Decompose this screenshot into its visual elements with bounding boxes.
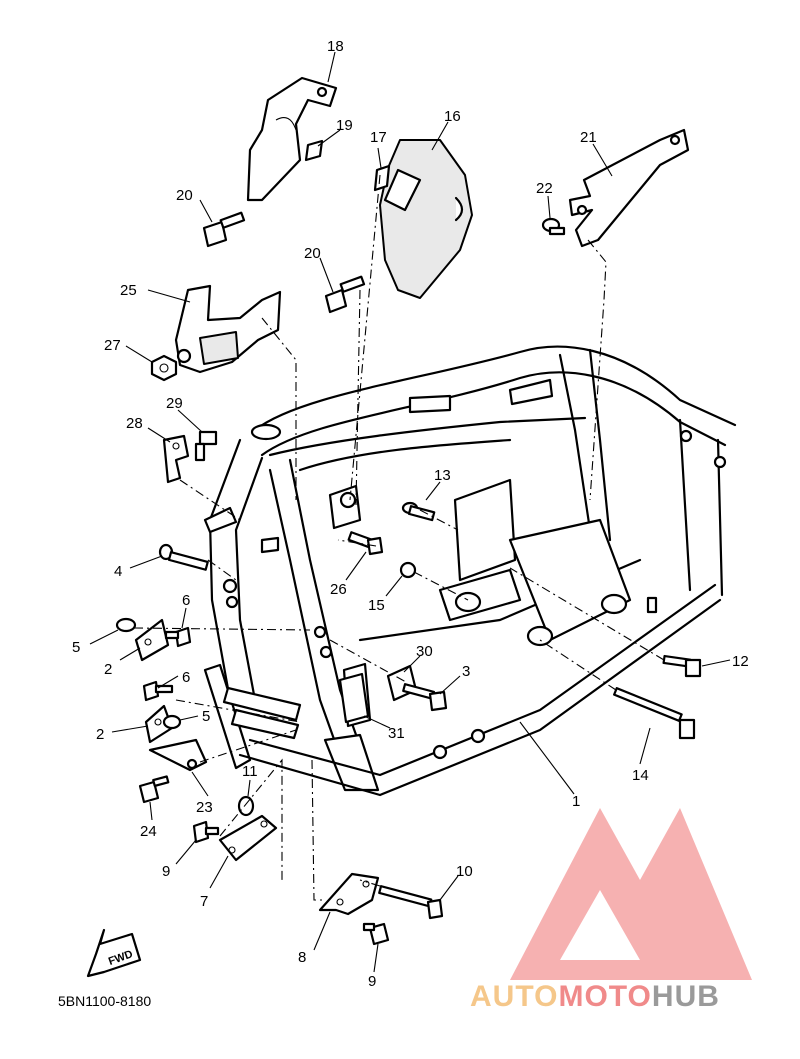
callout-17: 17 [370,129,387,146]
part-12-bolt [662,654,702,678]
part-30-bracket [386,664,418,702]
callout-21: 21 [580,129,597,146]
callout-5-upper: 5 [72,639,80,656]
callout-numbers: 18 19 17 16 21 22 20 20 25 27 29 28 13 2… [72,38,749,990]
callout-18: 18 [327,38,344,55]
callout-14: 14 [632,767,649,784]
part-22-bolt [541,217,566,236]
callout-29: 29 [166,395,183,412]
part-26-bolt [347,531,384,556]
main-frame [203,345,737,797]
watermark-text-hub: HUB [652,980,720,1013]
part-27-nut [150,354,178,382]
callout-12: 12 [732,653,749,670]
fwd-arrow: FWD [86,928,142,978]
callout-16: 16 [444,108,461,125]
part-10-bolt [378,885,444,920]
callout-9-upper: 9 [162,863,170,880]
part-code: 5BN1100-8180 [58,993,151,1009]
part-2-plate-upper [134,618,170,662]
part-31-plate [338,672,370,724]
part-7-plate [218,814,278,862]
part-23-bracket [148,738,208,772]
part-13-bolt [401,501,436,522]
callout-5-lower: 5 [202,708,210,725]
callout-9-lower: 9 [368,973,376,990]
part-4-bolt [158,543,209,571]
callout-27: 27 [104,337,121,354]
callout-1: 1 [572,793,580,810]
part-20-bolt-lower [324,275,366,314]
callout-20-lower: 20 [304,245,321,262]
callout-6-upper: 6 [182,592,190,609]
part-9-bolt-upper [192,820,220,844]
part-17-clip [373,164,391,192]
part-19-clip [304,139,324,162]
callout-3: 3 [462,663,470,680]
callout-24: 24 [140,823,157,840]
svg-text:AUTOMOTOHUB: AUTOMOTOHUB [470,980,720,1013]
callout-2-upper: 2 [104,661,112,678]
callout-8: 8 [298,949,306,966]
part-8-bracket [318,872,380,916]
callout-31: 31 [388,725,405,742]
watermark-triangle-icon [510,808,752,980]
callout-28: 28 [126,415,143,432]
callout-30: 30 [416,643,433,660]
part-28-bracket [162,434,190,484]
callout-15: 15 [368,597,385,614]
callout-2-lower: 2 [96,726,104,743]
part-6-bolt-lower [142,680,174,702]
watermark-text-moto: MOTO [558,980,651,1013]
watermark-logo: AUTOMOTOHUB [470,808,752,1013]
callout-25: 25 [120,282,137,299]
part-15-washer [399,561,417,579]
part-14-axle [613,687,696,740]
callout-7: 7 [200,893,208,910]
part-9-bolt-lower [362,922,390,946]
callout-13: 13 [434,467,451,484]
part-21-bracket [568,128,690,248]
callout-4: 4 [114,563,122,580]
callout-6-lower: 6 [182,669,190,686]
part-29-bolt [194,430,218,462]
part-5-washer-lower [162,714,182,730]
part-5-washer-upper [115,617,137,633]
callout-22: 22 [536,180,553,197]
part-11-washer [237,795,255,817]
part-3-bolt [402,683,448,712]
part-24-bolt [138,775,170,804]
watermark-text-auto: AUTO [470,980,558,1013]
part-18-cover [246,76,338,202]
assembly-lines [133,174,665,901]
part-6-bolt-upper [164,626,192,648]
callout-26: 26 [330,581,347,598]
callout-23: 23 [196,799,213,816]
callout-11: 11 [242,763,258,780]
part-20-bolt-upper [202,211,246,248]
part-25-bracket [174,284,282,374]
callout-19: 19 [336,117,353,134]
part-16-cover [379,139,473,299]
leader-lines [89,51,731,973]
callout-20-upper: 20 [176,187,193,204]
callout-10: 10 [456,863,473,880]
